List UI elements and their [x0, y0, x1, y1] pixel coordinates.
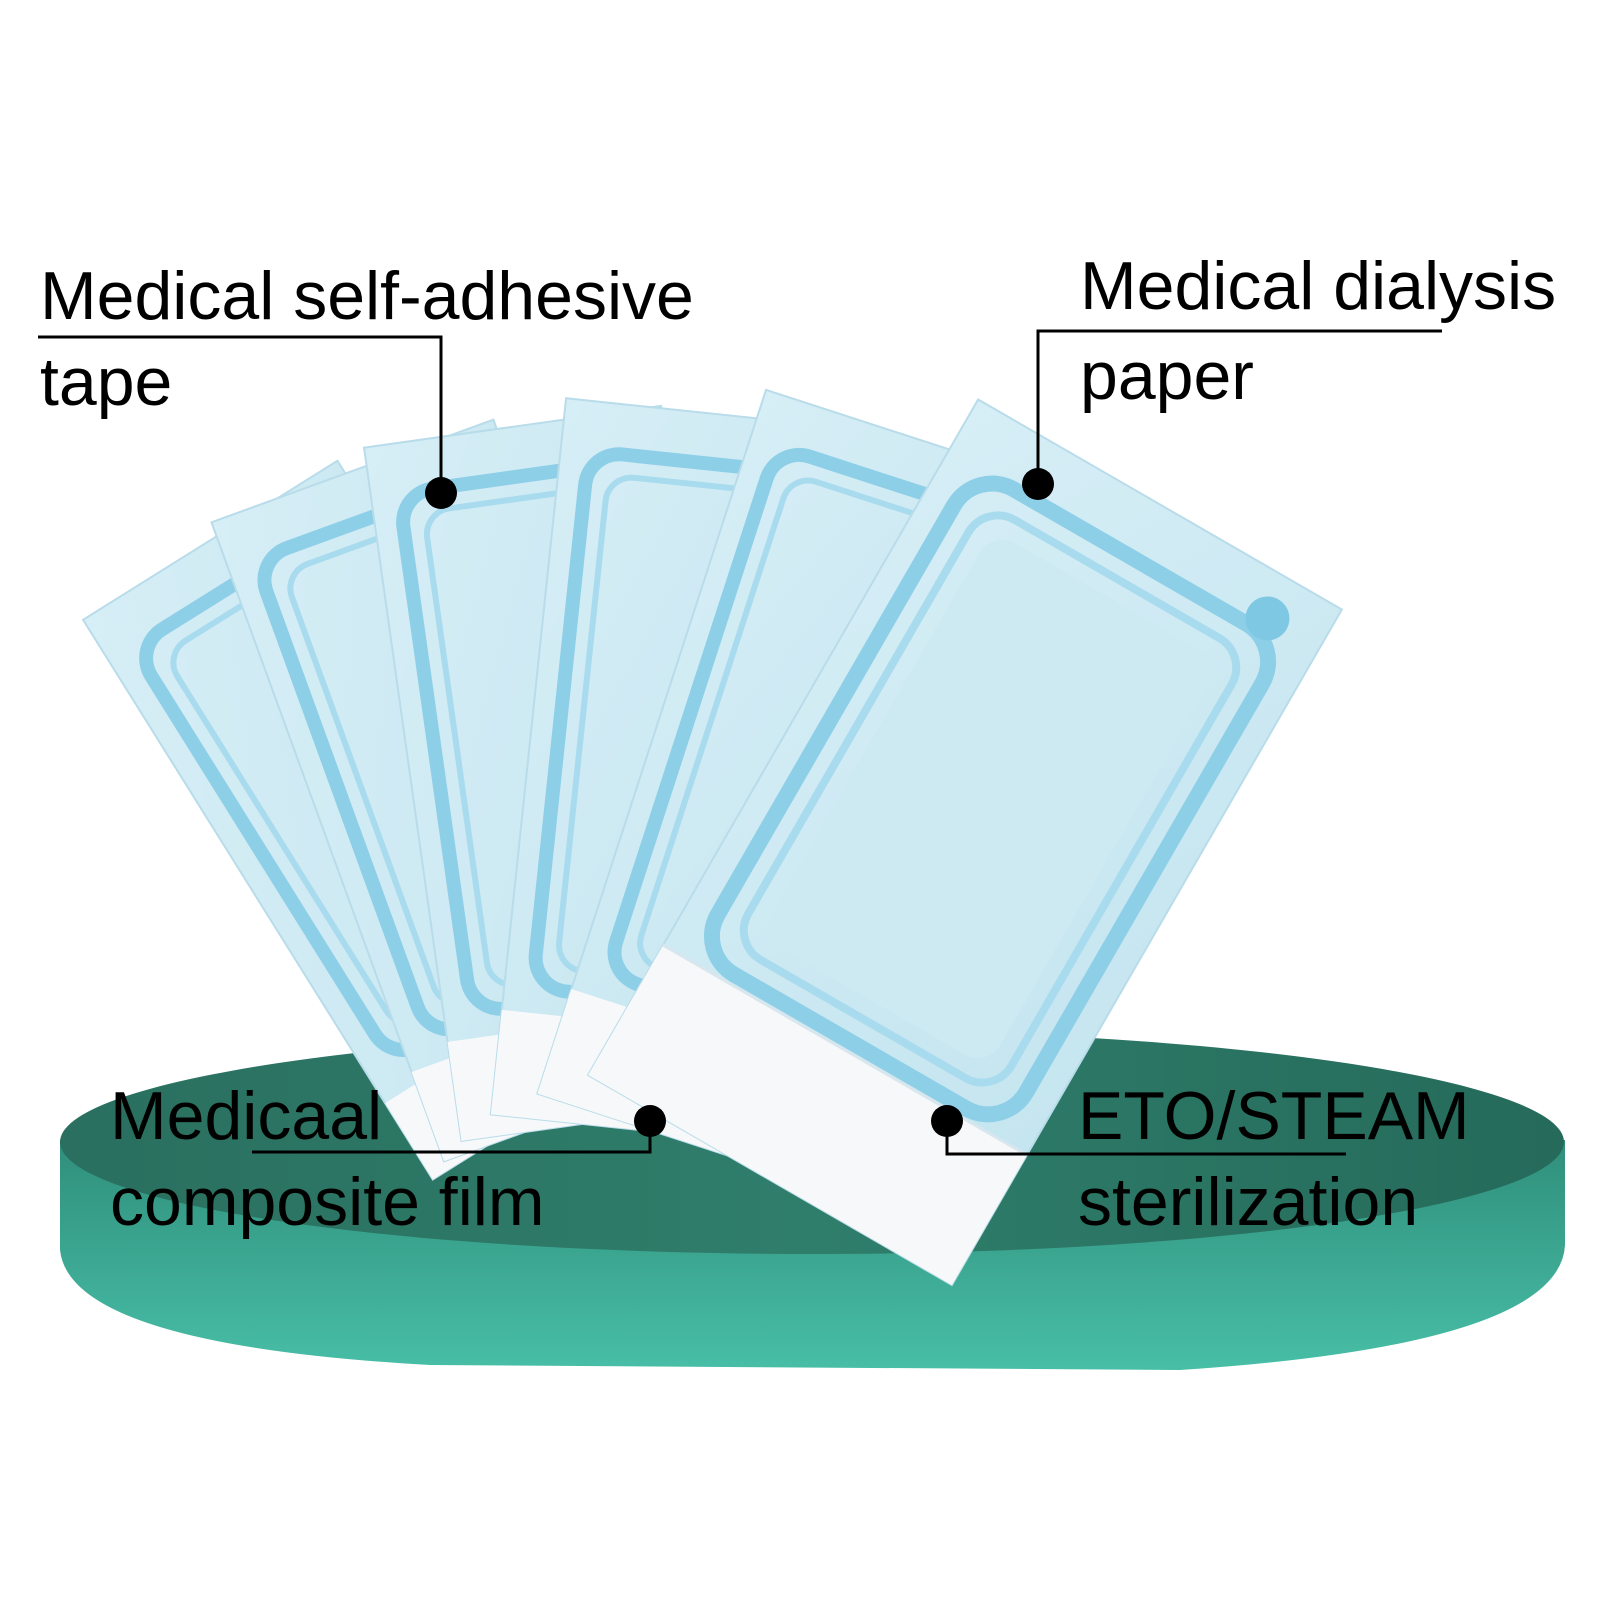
tape-leader [38, 335, 457, 509]
paper-label-line-1: Medical dialysis [1080, 248, 1557, 324]
sterilization-marker-dot [931, 1105, 963, 1137]
tape-marker-dot [425, 477, 457, 509]
pouch-6-front [586, 398, 1344, 1287]
paper-label-line-2: paper [1080, 338, 1254, 414]
film-label-line-2: composite film [110, 1164, 545, 1240]
paper-marker-dot [1022, 468, 1054, 500]
sterilization-label-line-1: ETO/STEAM [1078, 1078, 1470, 1154]
callout-leaders [38, 329, 1442, 1156]
film-marker-dot [634, 1105, 666, 1137]
tape-label-line-1: Medical self-adhesive [40, 258, 694, 334]
film-label-line-1: Medicaal [110, 1078, 383, 1154]
pouch-fan [81, 388, 1344, 1287]
sterilization-leader [931, 1105, 1346, 1156]
film-leader [252, 1105, 666, 1154]
paper-leader [1022, 329, 1442, 500]
tape-label-line-2: tape [40, 344, 173, 420]
sterilization-label-line-2: sterilization [1078, 1164, 1419, 1240]
